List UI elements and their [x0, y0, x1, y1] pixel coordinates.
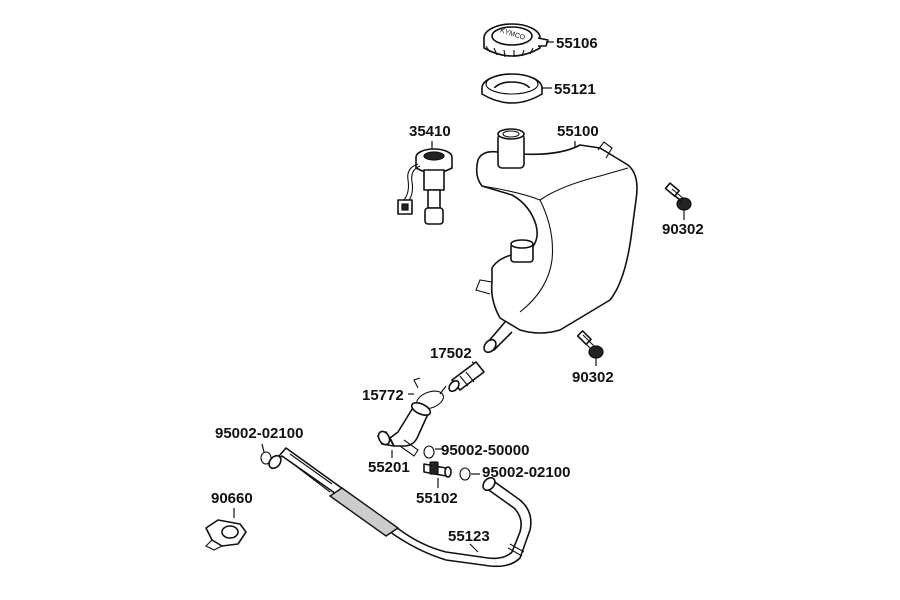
reservoir-cap[interactable]: KYMCO: [483, 23, 549, 58]
elbow-part[interactable]: [376, 400, 432, 457]
cap-seal-ring[interactable]: [481, 73, 543, 104]
fitting-part[interactable]: [447, 361, 485, 393]
part-label-35410: 35410: [409, 123, 451, 140]
part-label-55201: 55201: [368, 459, 410, 476]
part-label-55123: 55123: [448, 528, 490, 545]
part-label-55102: 55102: [416, 490, 458, 507]
joint-part[interactable]: [423, 461, 452, 478]
hose-part[interactable]: [267, 447, 532, 568]
bolt-lower-part[interactable]: [576, 330, 604, 359]
clip-elbow-part[interactable]: [423, 445, 435, 459]
part-label-95002-02100-right: 95002-02100: [482, 464, 570, 481]
level-sensor-part[interactable]: [397, 148, 453, 225]
part-label-55121: 55121: [554, 81, 596, 98]
part-label-90302-upper: 90302: [662, 221, 704, 238]
part-label-55106: 55106: [556, 35, 598, 52]
part-label-95002-50000: 95002-50000: [441, 442, 529, 459]
part-label-15772: 15772: [362, 387, 404, 404]
part-label-95002-02100-left: 95002-02100: [215, 425, 303, 442]
part-label-17502: 17502: [430, 345, 472, 362]
part-label-55100: 55100: [557, 123, 599, 140]
reservoir-tank[interactable]: [475, 128, 638, 355]
holder-clamp-part[interactable]: [205, 519, 247, 551]
clip-right-part[interactable]: [459, 467, 471, 481]
part-label-90302-lower: 90302: [572, 369, 614, 386]
part-label-90660: 90660: [211, 490, 253, 507]
bolt-upper-part[interactable]: [664, 182, 692, 211]
